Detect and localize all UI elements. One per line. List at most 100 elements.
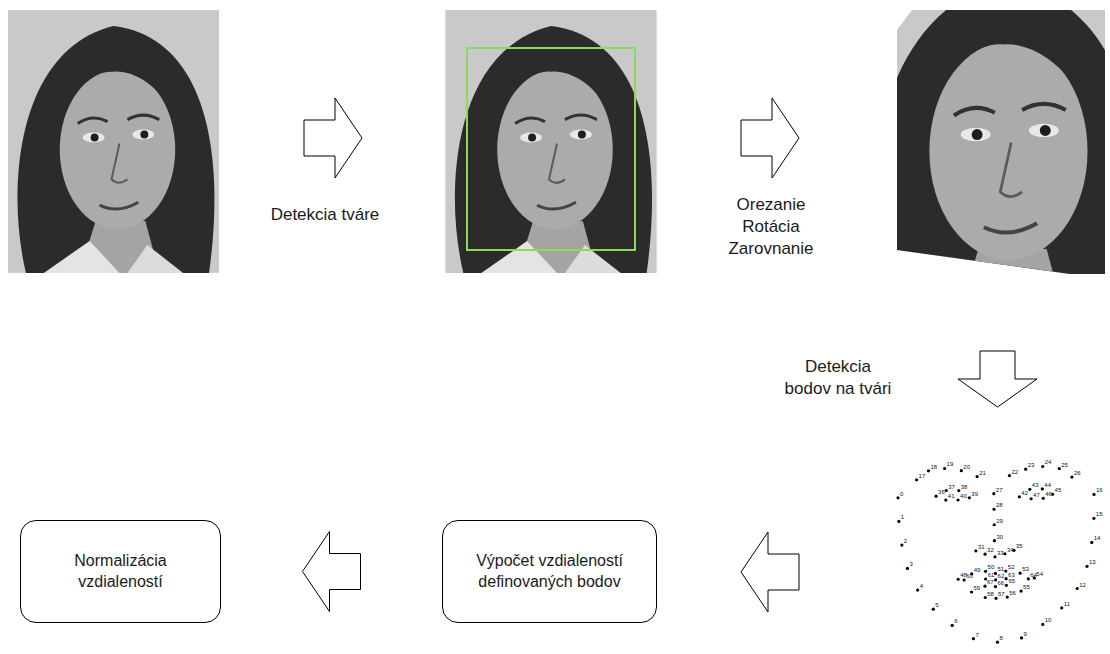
landmark-dot xyxy=(1090,541,1093,544)
box-label: Výpočet vzdialeností definovaných bodov xyxy=(453,551,646,593)
landmark-dot xyxy=(968,496,971,499)
landmark-number: 15 xyxy=(1096,511,1103,517)
landmark-dot xyxy=(1085,565,1088,568)
landmark-number: 18 xyxy=(930,464,937,470)
landmark-dot xyxy=(1024,468,1027,471)
landmark-number: 43 xyxy=(1032,482,1039,488)
face-photo xyxy=(858,0,1110,320)
landmark-dot xyxy=(994,585,997,588)
landmark-dot xyxy=(1019,589,1022,592)
landmark-dot xyxy=(943,467,946,470)
landmark-dot xyxy=(984,596,987,599)
landmark-dot xyxy=(945,489,948,492)
landmark-dot xyxy=(896,496,899,499)
landmark-number: 22 xyxy=(1011,469,1018,475)
landmark-number: 8 xyxy=(999,635,1002,641)
landmark-number: 64 xyxy=(1030,572,1037,578)
landmark-dot xyxy=(1042,497,1045,500)
landmark-number: 6 xyxy=(954,618,957,624)
landmark-number: 2 xyxy=(904,538,907,544)
landmark-dot xyxy=(1028,488,1031,491)
landmark-dot xyxy=(1092,517,1095,520)
landmark-number: 16 xyxy=(1096,487,1103,493)
step-label: Detekcia bodov na tvári xyxy=(782,356,894,400)
landmark-number: 52 xyxy=(1008,564,1015,570)
step-label: Orezanie Rotácia Zarovnanie xyxy=(716,194,826,260)
landmark-number: 9 xyxy=(1024,631,1027,637)
landmark-number: 1 xyxy=(901,514,904,520)
landmark-dot xyxy=(1019,572,1022,575)
landmark-number: 58 xyxy=(987,591,994,597)
landmark-number: 27 xyxy=(996,487,1003,493)
landmark-number: 66 xyxy=(997,580,1004,586)
landmark-dot xyxy=(1041,623,1044,626)
landmark-number: 10 xyxy=(1045,617,1052,623)
process-box: Výpočet vzdialeností definovaných bodov xyxy=(442,520,657,623)
landmark-dot xyxy=(1058,467,1061,470)
landmark-number: 23 xyxy=(1028,462,1035,468)
landmark-number: 29 xyxy=(996,518,1003,524)
landmark-dot xyxy=(951,624,954,627)
landmark-number: 54 xyxy=(1036,571,1043,577)
landmark-number: 67 xyxy=(987,579,994,585)
landmark-dot xyxy=(984,577,987,580)
landmark-dot xyxy=(974,549,977,552)
landmark-dot xyxy=(984,570,987,573)
landmark-dot xyxy=(960,469,963,472)
landmark-dot xyxy=(897,520,900,523)
landmark-number: 57 xyxy=(998,591,1005,597)
landmark-dot xyxy=(956,498,959,501)
landmark-number: 59 xyxy=(974,585,981,591)
landmark-dot xyxy=(992,492,995,495)
block-arrow xyxy=(741,98,799,178)
landmark-number: 61 xyxy=(988,572,995,578)
landmark-number: 46 xyxy=(1045,491,1052,497)
landmark-number: 44 xyxy=(1044,482,1051,488)
aligned-face-photo xyxy=(858,0,1110,320)
landmark-number: 65 xyxy=(1008,578,1015,584)
landmark-number: 17 xyxy=(919,473,926,479)
landmark-dot xyxy=(944,499,947,502)
landmark-number: 0 xyxy=(900,491,903,497)
landmark-number: 62 xyxy=(998,573,1005,579)
landmark-number: 50 xyxy=(988,564,995,570)
landmark-number: 5 xyxy=(935,602,938,608)
landmark-dot xyxy=(932,608,935,611)
landmark-number: 32 xyxy=(987,547,994,553)
landmark-number: 37 xyxy=(948,484,955,490)
landmark-number: 51 xyxy=(997,566,1004,572)
landmark-dot xyxy=(1005,584,1008,587)
landmark-dot xyxy=(1076,587,1079,590)
landmark-number: 13 xyxy=(1089,559,1096,565)
landmark-dot xyxy=(1070,475,1073,478)
process-box: Normalizácia vzdialeností xyxy=(20,520,221,623)
landmark-dot xyxy=(983,553,986,556)
step-label: Detekcia tváre xyxy=(250,204,400,226)
landmark-number: 19 xyxy=(947,461,954,467)
landmark-dot xyxy=(1027,577,1030,580)
landmark-number: 31 xyxy=(978,544,985,550)
landmark-number: 21 xyxy=(979,470,986,476)
landmark-dot xyxy=(970,590,973,593)
landmark-number: 47 xyxy=(1033,492,1040,498)
landmark-dot xyxy=(972,637,975,640)
landmark-dot xyxy=(934,495,937,498)
block-arrow xyxy=(303,532,361,612)
landmark-dot xyxy=(993,555,996,558)
landmark-dot xyxy=(993,523,996,526)
landmark-number: 55 xyxy=(1023,584,1030,590)
landmark-dot xyxy=(983,585,986,588)
landmark-dot xyxy=(996,641,999,644)
landmark-dot xyxy=(900,544,903,547)
landmark-number: 45 xyxy=(1055,487,1062,493)
landmark-dot xyxy=(1060,606,1063,609)
landmark-dot xyxy=(994,597,997,600)
landmark-dot xyxy=(906,567,909,570)
landmark-number: 40 xyxy=(960,493,967,499)
landmark-dot xyxy=(915,478,918,481)
detection-box xyxy=(467,48,635,250)
landmark-number: 3 xyxy=(909,561,912,567)
landmark-dot xyxy=(992,508,995,511)
face-photo xyxy=(8,10,219,273)
landmark-dot xyxy=(1092,493,1095,496)
